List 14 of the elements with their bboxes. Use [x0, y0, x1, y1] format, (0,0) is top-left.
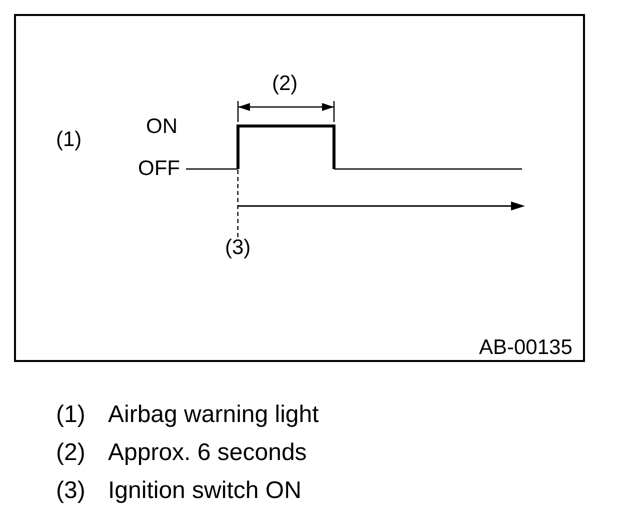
callout-number: (3): [56, 479, 86, 503]
leader-line: [237, 170, 238, 237]
callout-number: (1): [56, 128, 82, 150]
callout-number: (2): [56, 441, 86, 465]
key-description: Approx. 6 seconds: [108, 441, 307, 465]
state-label: ON: [146, 116, 178, 136]
key-description: Ignition switch ON: [108, 479, 302, 503]
callout-number: (1): [56, 403, 86, 427]
callout-number: (2): [272, 73, 298, 94]
state-label: OFF: [138, 158, 180, 178]
callout-number: (3): [225, 237, 251, 258]
key-description: Airbag warning light: [108, 403, 319, 427]
figure-code: AB-00135: [479, 337, 572, 358]
signal-waveform: [185, 124, 523, 170]
